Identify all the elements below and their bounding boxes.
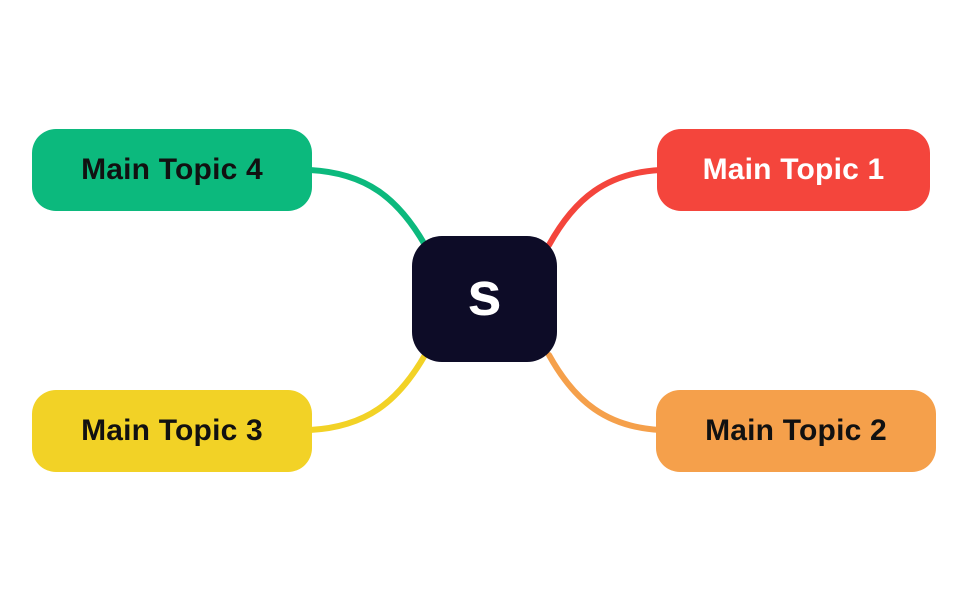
topic-node-main-topic-2[interactable]: Main Topic 2 xyxy=(656,390,936,472)
topic-label: Main Topic 2 xyxy=(705,414,887,447)
connector-main-topic-2 xyxy=(546,352,663,433)
central-topic-node[interactable]: s xyxy=(412,236,557,362)
topic-label: Main Topic 1 xyxy=(702,153,885,186)
topic-label: Main Topic 4 xyxy=(81,153,263,186)
topic-node-main-topic-4[interactable]: Main Topic 4 xyxy=(32,129,312,211)
topic-node-main-topic-3[interactable]: Main Topic 3 xyxy=(32,390,312,472)
connector-main-topic-4 xyxy=(307,167,428,248)
central-topic-label: s xyxy=(467,260,502,329)
connector-main-topic-1 xyxy=(546,167,663,248)
topic-node-main-topic-1[interactable]: Main Topic 1 xyxy=(657,129,930,211)
topic-label: Main Topic 3 xyxy=(81,414,263,447)
connector-main-topic-3 xyxy=(307,352,428,433)
